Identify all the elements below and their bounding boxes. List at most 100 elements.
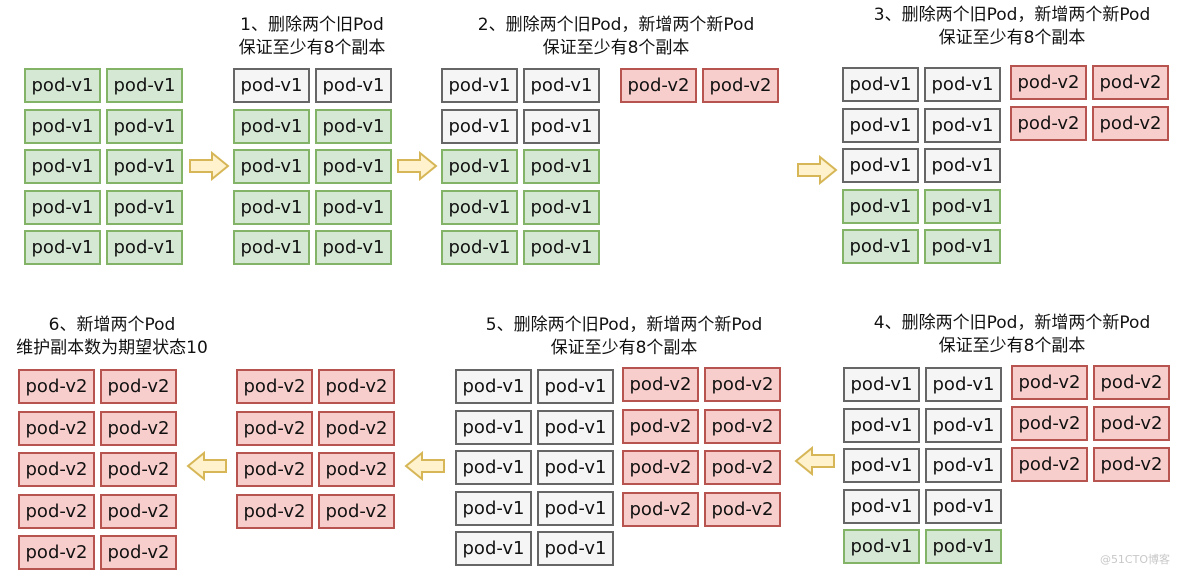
pod-v1-box-terminating: pod-v1 bbox=[924, 108, 1001, 143]
pod-v2-box-new: pod-v2 bbox=[318, 369, 395, 404]
pod-v1-box-running: pod-v1 bbox=[842, 229, 919, 264]
pod-v1-box-terminating: pod-v1 bbox=[843, 448, 920, 483]
left-arrow-icon bbox=[794, 446, 835, 476]
pod-v1-box-terminating: pod-v1 bbox=[523, 68, 600, 103]
pod-v1-box-terminating: pod-v1 bbox=[925, 367, 1002, 402]
pod-v1-box-terminating: pod-v1 bbox=[843, 408, 920, 443]
pod-v2-box-new: pod-v2 bbox=[1092, 65, 1169, 100]
right-arrow-icon bbox=[397, 151, 438, 181]
pod-v1-box-terminating: pod-v1 bbox=[441, 109, 518, 144]
step6-title: 6、新增两个Pod 维护副本数为期望状态10 bbox=[0, 314, 224, 360]
step5-title: 5、删除两个旧Pod，新增两个新Pod 保证至少有8个副本 bbox=[452, 314, 796, 360]
pod-v2-box-new: pod-v2 bbox=[236, 369, 313, 404]
pod-v1-box-terminating: pod-v1 bbox=[842, 148, 919, 183]
pod-v2-box-new: pod-v2 bbox=[1011, 365, 1088, 400]
pod-v2-box-new: pod-v2 bbox=[622, 367, 699, 402]
watermark: @51CTO博客 bbox=[1099, 553, 1170, 566]
pod-v1-box-running: pod-v1 bbox=[842, 189, 919, 224]
pod-v2-box-new: pod-v2 bbox=[18, 494, 95, 529]
pod-v1-box-running: pod-v1 bbox=[441, 190, 518, 225]
pod-v2-box-new: pod-v2 bbox=[100, 411, 177, 446]
pod-v1-box-terminating: pod-v1 bbox=[455, 450, 532, 485]
pod-v1-box-running: pod-v1 bbox=[925, 529, 1002, 564]
pod-v1-box-terminating: pod-v1 bbox=[455, 369, 532, 404]
pod-v2-box-new: pod-v2 bbox=[236, 452, 313, 487]
right-arrow-icon bbox=[189, 151, 230, 181]
right-arrow-icon bbox=[797, 155, 838, 185]
pod-v2-box-new: pod-v2 bbox=[100, 535, 177, 570]
pod-v1-box-running: pod-v1 bbox=[106, 190, 183, 225]
pod-v2-box-new: pod-v2 bbox=[1010, 106, 1087, 141]
step4-title: 4、删除两个旧Pod，新增两个新Pod 保证至少有8个副本 bbox=[840, 312, 1184, 358]
pod-v1-box-running: pod-v1 bbox=[24, 68, 101, 103]
pod-v1-box-running: pod-v1 bbox=[233, 149, 310, 184]
pod-v1-box-running: pod-v1 bbox=[106, 149, 183, 184]
pod-v2-box-new: pod-v2 bbox=[1092, 106, 1169, 141]
pod-v1-box-terminating: pod-v1 bbox=[843, 367, 920, 402]
pod-v2-box-new: pod-v2 bbox=[1093, 365, 1170, 400]
pod-v1-box-running: pod-v1 bbox=[106, 68, 183, 103]
pod-v1-box-terminating: pod-v1 bbox=[537, 450, 614, 485]
pod-v1-box-terminating: pod-v1 bbox=[537, 491, 614, 526]
pod-v1-box-terminating: pod-v1 bbox=[537, 369, 614, 404]
pod-v1-box-terminating: pod-v1 bbox=[523, 109, 600, 144]
pod-v1-box-terminating: pod-v1 bbox=[315, 68, 392, 103]
step1-title-line1: 1、删除两个旧Pod bbox=[240, 15, 384, 35]
pod-v1-box-running: pod-v1 bbox=[233, 109, 310, 144]
pod-v1-box-running: pod-v1 bbox=[315, 109, 392, 144]
pod-v2-box-new: pod-v2 bbox=[620, 68, 697, 103]
pod-v1-box-terminating: pod-v1 bbox=[233, 68, 310, 103]
pod-v2-box-new: pod-v2 bbox=[318, 452, 395, 487]
pod-v2-box-new: pod-v2 bbox=[100, 494, 177, 529]
pod-v1-box-running: pod-v1 bbox=[315, 149, 392, 184]
pod-v1-box-running: pod-v1 bbox=[924, 189, 1001, 224]
pod-v2-box-new: pod-v2 bbox=[236, 494, 313, 529]
pod-v2-box-new: pod-v2 bbox=[1093, 406, 1170, 441]
pod-v2-box-new: pod-v2 bbox=[704, 367, 781, 402]
pod-v1-box-terminating: pod-v1 bbox=[924, 67, 1001, 102]
pod-v2-box-new: pod-v2 bbox=[702, 68, 779, 103]
step4-title-line1: 4、删除两个旧Pod，新增两个新Pod bbox=[873, 313, 1151, 333]
pod-v1-box-terminating: pod-v1 bbox=[925, 489, 1002, 524]
step3-title: 3、删除两个旧Pod，新增两个新Pod 保证至少有8个副本 bbox=[840, 4, 1184, 50]
step3-title-line1: 3、删除两个旧Pod，新增两个新Pod bbox=[873, 5, 1151, 25]
pod-v1-box-running: pod-v1 bbox=[523, 230, 600, 265]
step1-title-line2: 保证至少有8个副本 bbox=[238, 38, 386, 58]
step2-title-line1: 2、删除两个旧Pod，新增两个新Pod bbox=[477, 15, 755, 35]
pod-v2-box-new: pod-v2 bbox=[18, 452, 95, 487]
pod-v1-box-running: pod-v1 bbox=[106, 109, 183, 144]
pod-v2-box-new: pod-v2 bbox=[704, 450, 781, 485]
step4-title-line2: 保证至少有8个副本 bbox=[938, 336, 1086, 356]
step2-title: 2、删除两个旧Pod，新增两个新Pod 保证至少有8个副本 bbox=[448, 14, 784, 60]
pod-v2-box-new: pod-v2 bbox=[704, 409, 781, 444]
left-arrow-icon bbox=[186, 451, 227, 481]
step3-title-line2: 保证至少有8个副本 bbox=[938, 28, 1086, 48]
pod-v1-box-running: pod-v1 bbox=[24, 109, 101, 144]
left-arrow-icon bbox=[404, 451, 445, 481]
pod-v2-box-new: pod-v2 bbox=[100, 452, 177, 487]
pod-v1-box-running: pod-v1 bbox=[233, 230, 310, 265]
pod-v2-box-new: pod-v2 bbox=[1010, 65, 1087, 100]
pod-v2-box-new: pod-v2 bbox=[1011, 406, 1088, 441]
pod-v1-box-terminating: pod-v1 bbox=[925, 408, 1002, 443]
pod-v2-box-new: pod-v2 bbox=[622, 409, 699, 444]
pod-v1-box-terminating: pod-v1 bbox=[924, 148, 1001, 183]
pod-v1-box-terminating: pod-v1 bbox=[455, 410, 532, 445]
step6-title-line1: 6、新增两个Pod bbox=[48, 315, 176, 335]
pod-v2-box-new: pod-v2 bbox=[100, 369, 177, 404]
pod-v2-box-new: pod-v2 bbox=[622, 492, 699, 527]
pod-v1-box-running: pod-v1 bbox=[106, 230, 183, 265]
pod-v1-box-running: pod-v1 bbox=[24, 149, 101, 184]
pod-v1-box-running: pod-v1 bbox=[924, 229, 1001, 264]
pod-v2-box-new: pod-v2 bbox=[1093, 447, 1170, 482]
pod-v1-box-running: pod-v1 bbox=[24, 190, 101, 225]
step2-title-line2: 保证至少有8个副本 bbox=[542, 38, 690, 58]
pod-v1-box-terminating: pod-v1 bbox=[455, 491, 532, 526]
pod-v1-box-terminating: pod-v1 bbox=[537, 531, 614, 566]
step5-title-line1: 5、删除两个旧Pod，新增两个新Pod bbox=[485, 315, 763, 335]
pod-v1-box-running: pod-v1 bbox=[24, 230, 101, 265]
pod-v2-box-new: pod-v2 bbox=[318, 411, 395, 446]
pod-v2-box-new: pod-v2 bbox=[18, 411, 95, 446]
step6-title-line2: 维护副本数为期望状态10 bbox=[16, 338, 208, 358]
pod-v1-box-running: pod-v1 bbox=[441, 149, 518, 184]
